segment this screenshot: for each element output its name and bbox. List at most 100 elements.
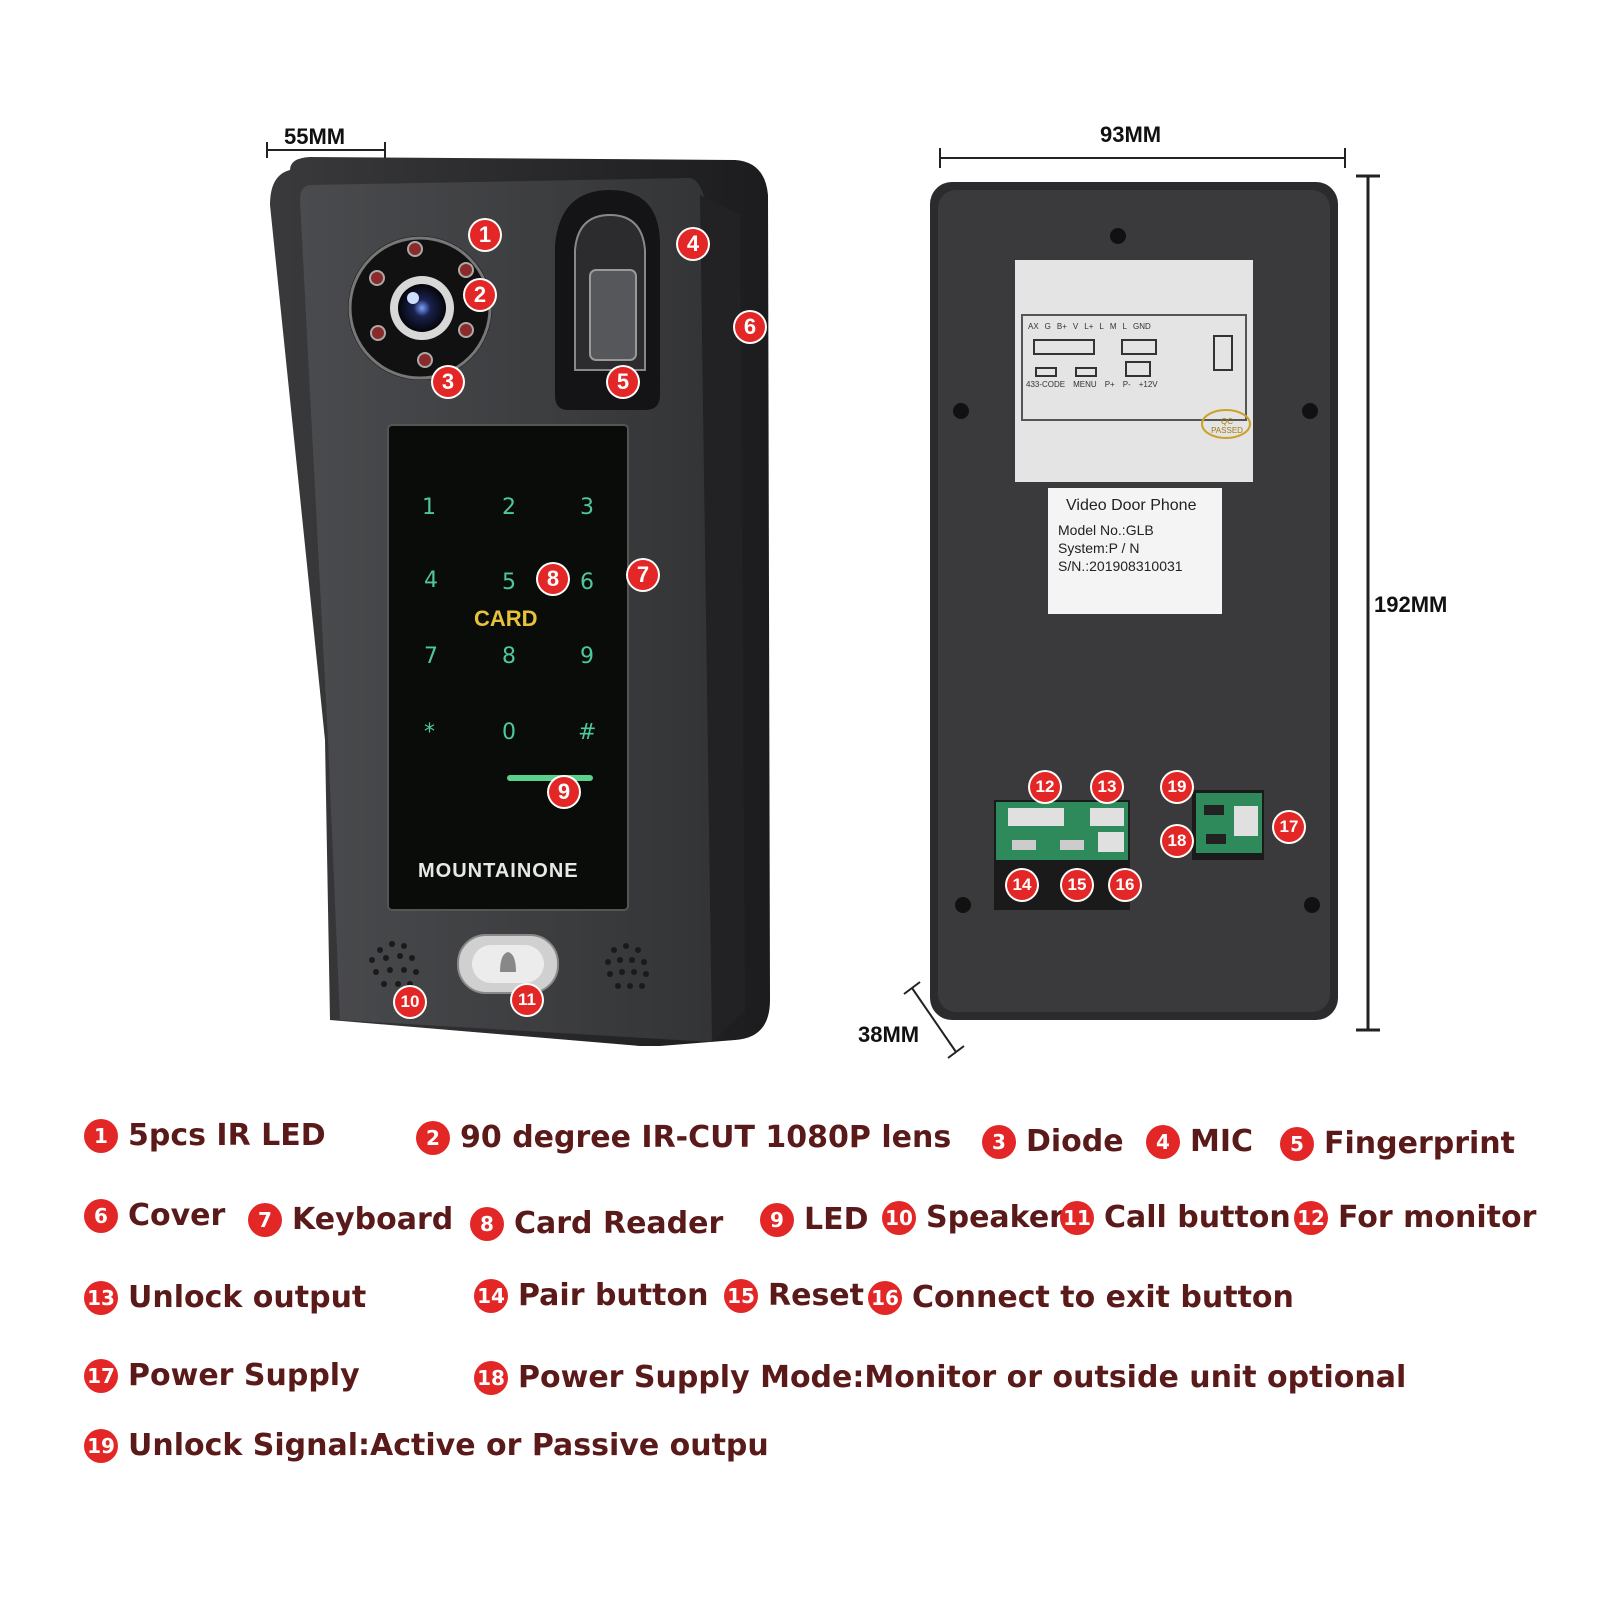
legend-text: Power Supply: [128, 1358, 360, 1393]
terminal-label: L: [1122, 322, 1127, 331]
mounting-holes: [953, 228, 1320, 913]
legend-number: 15: [724, 1278, 758, 1313]
key-8[interactable]: 8: [502, 644, 516, 669]
terminal-label: L: [1099, 322, 1104, 331]
terminal-label: AX: [1028, 322, 1039, 331]
legend-number: 17: [84, 1358, 118, 1393]
legend-item-14: 14 Pair button: [474, 1278, 708, 1313]
legend-text: Card Reader: [514, 1206, 724, 1241]
fingerprint-sensor: [589, 269, 637, 361]
key-2[interactable]: 2: [502, 495, 516, 520]
key-0[interactable]: 0: [502, 720, 516, 745]
legend-item-11: 11 Call button: [1060, 1200, 1291, 1235]
callout-17: 17: [1274, 812, 1304, 842]
legend-text: Call button: [1104, 1200, 1291, 1235]
brand-logo: MOUNTAINONE: [418, 860, 579, 882]
legend-item-8: 8 Card Reader: [470, 1206, 723, 1241]
terminal-label: +12V: [1138, 380, 1158, 389]
legend-item-2: 2 90 degree IR-CUT 1080P lens: [416, 1120, 951, 1155]
legend-text: 90 degree IR-CUT 1080P lens: [460, 1120, 952, 1155]
legend-number: 12: [1294, 1200, 1328, 1235]
callout-1: 1: [470, 220, 500, 250]
callout-16: 16: [1110, 870, 1140, 900]
callout-13: 13: [1092, 772, 1122, 802]
legend-number: 1: [84, 1118, 118, 1153]
key-3[interactable]: 3: [580, 495, 594, 520]
terminal-label: P+: [1104, 380, 1115, 389]
callout-11: 11: [512, 985, 542, 1015]
key-1[interactable]: 1: [422, 495, 436, 520]
legend-number: 11: [1060, 1200, 1094, 1235]
speaker-grilles: [369, 941, 649, 989]
sticker-title: Video Door Phone: [1066, 497, 1197, 514]
cover-side: [700, 195, 745, 1042]
legend-text: Unlock output: [128, 1280, 367, 1315]
key-6[interactable]: 6: [580, 570, 594, 595]
qc-stamp: QC PASSED: [1211, 417, 1243, 435]
qc-stamp-shape: [1201, 409, 1251, 439]
wiring-terminal-labels: AX G B+ V L+ L M L GND: [1028, 322, 1246, 331]
callout-18: 18: [1162, 826, 1192, 856]
sticker-system: System:P / N: [1058, 540, 1140, 556]
legend-number: 4: [1146, 1124, 1180, 1159]
terminal-label: MENU: [1073, 380, 1097, 389]
legend-number: 8: [470, 1206, 504, 1241]
legend-text: Speaker: [926, 1200, 1064, 1235]
callout-15: 15: [1062, 870, 1092, 900]
key-9[interactable]: 9: [580, 644, 594, 669]
key-hash[interactable]: #: [578, 720, 597, 745]
key-star[interactable]: *: [424, 720, 435, 745]
terminal-label: P-: [1122, 380, 1131, 389]
key-4[interactable]: 4: [424, 568, 438, 593]
callout-8: 8: [538, 564, 568, 594]
width-dimension: 55MM: [284, 124, 346, 149]
legend-number: 9: [760, 1202, 794, 1237]
callout-10: 10: [395, 987, 425, 1017]
callout-9: 9: [549, 777, 579, 807]
model-label: [1048, 488, 1222, 614]
wiring-terminal-labels-lower: 433-CODE MENU P+ P- +12V: [1026, 380, 1244, 389]
legend-number: 2: [416, 1120, 450, 1155]
legend-text: Power Supply Mode:Monitor or outside uni…: [518, 1360, 1407, 1395]
callout-6: 6: [735, 312, 765, 342]
legend-number: 19: [84, 1428, 118, 1463]
legend-item-17: 17 Power Supply: [84, 1358, 360, 1393]
legend-text: MIC: [1190, 1124, 1254, 1159]
callout-2: 2: [465, 280, 495, 310]
depth-dimension: 93MM: [1100, 122, 1162, 147]
legend-item-9: 9 LED: [760, 1202, 869, 1237]
legend-text: Pair button: [518, 1278, 709, 1313]
height-dimension: 192MM: [1374, 592, 1448, 617]
terminal-label: V: [1072, 322, 1079, 331]
key-5[interactable]: 5: [502, 570, 516, 595]
callout-5: 5: [608, 367, 638, 397]
legend-number: 18: [474, 1360, 508, 1395]
legend-text: LED: [804, 1202, 869, 1237]
legend-number: 14: [474, 1278, 508, 1313]
legend-text: Connect to exit button: [912, 1280, 1294, 1315]
legend-text: Fingerprint: [1324, 1126, 1516, 1161]
legend-item-15: 15 Reset: [724, 1278, 864, 1313]
legend-number: 16: [868, 1280, 902, 1315]
legend-item-4: 4 MIC: [1146, 1124, 1253, 1159]
legend-item-18: 18 Power Supply Mode:Monitor or outside u…: [474, 1360, 1406, 1395]
front-unit: [270, 157, 770, 1046]
terminal-label: G: [1044, 322, 1051, 331]
terminal-label: L+: [1084, 322, 1094, 331]
callout-7: 7: [628, 560, 658, 590]
legend-text: Diode: [1026, 1124, 1124, 1159]
callout-14: 14: [1007, 870, 1037, 900]
key-7[interactable]: 7: [424, 644, 438, 669]
card-label: CARD: [474, 606, 538, 631]
sticker-sn: S/N.:201908310031: [1058, 558, 1183, 574]
legend-text: Reset: [768, 1278, 864, 1313]
dimension-lines: [266, 142, 1380, 1059]
